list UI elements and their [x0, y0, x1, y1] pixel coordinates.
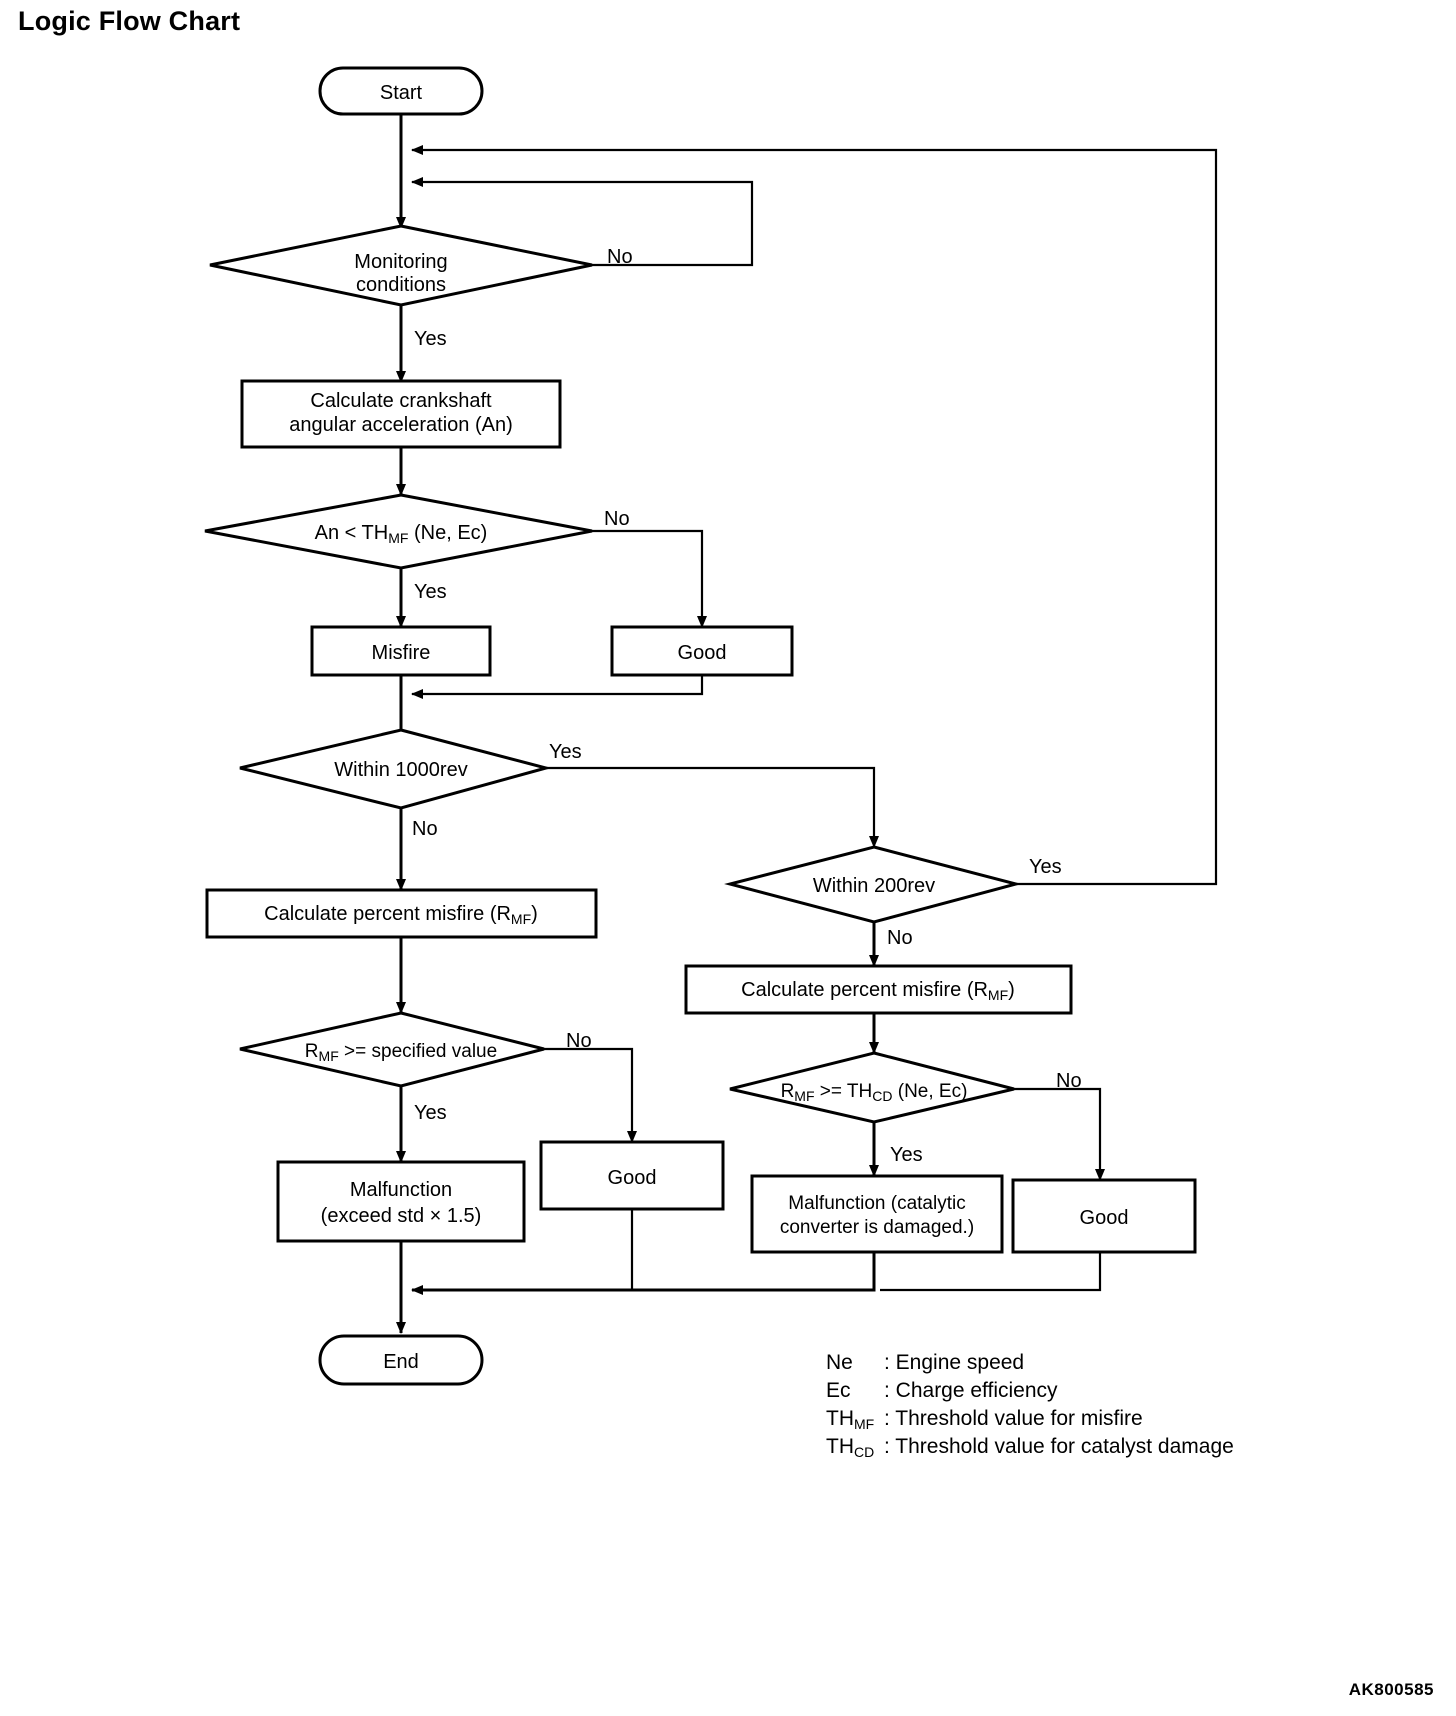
node-an-thmf-label: An < THMF (Ne, Ec)	[315, 522, 488, 546]
edge-label-within1000-no: No	[412, 818, 438, 840]
node-malfunction-left[interactable]	[276, 1160, 526, 1243]
rmf-thcd-post: >= TH	[815, 1081, 873, 1102]
node-calcaccel-line1: Calculate crankshaft	[310, 390, 492, 412]
page-title: Logic Flow Chart	[18, 6, 241, 36]
edge-monitoring-no-loop	[411, 177, 754, 267]
node-good-1-label: Good	[678, 642, 727, 664]
node-good-1[interactable]	[610, 625, 794, 677]
edge-good1-merge	[411, 675, 704, 699]
edge-label-monitoring-no: No	[607, 246, 633, 268]
node-monitoring-line1: Monitoring	[354, 251, 447, 273]
node-rmf-specified-label: RMF >= specified value	[305, 1041, 497, 1064]
legend-3-sub: CD	[854, 1444, 874, 1460]
edge-within200rev-yes-loop	[411, 145, 1218, 886]
node-an-lt-thmf[interactable]	[204, 493, 593, 570]
an-thmf-post: (Ne, Ec)	[408, 522, 487, 544]
node-within-1000rev[interactable]	[239, 728, 552, 810]
node-good-3[interactable]	[1011, 1178, 1197, 1254]
node-calculate-crankshaft-accel[interactable]	[240, 379, 562, 449]
rmf-spec-sub: MF	[319, 1048, 339, 1064]
rmf-spec-pre: R	[305, 1041, 319, 1062]
rmf-spec-post: >= specified value	[339, 1041, 497, 1062]
node-start[interactable]	[318, 66, 484, 116]
legend-row-2-desc: : Threshold value for misfire	[884, 1407, 1143, 1430]
edge-an-no	[592, 529, 707, 628]
node-calc-pct-right-label: Calculate percent misfire (RMF)	[741, 979, 1015, 1003]
calc-right-sub: MF	[988, 987, 1008, 1003]
node-within-200rev-label: Within 200rev	[813, 875, 935, 897]
rmf-thcd-post2: (Ne, Ec)	[892, 1081, 967, 1102]
node-malfunction-left-line1: Malfunction	[350, 1179, 452, 1201]
edge-label-rmfthcd-no: No	[1056, 1070, 1082, 1092]
node-calcaccel-line2: angular acceleration (An)	[289, 414, 512, 436]
edge-label-within200-yes: Yes	[1029, 856, 1062, 878]
node-calc-percent-misfire-right[interactable]	[684, 964, 1073, 1015]
edge-label-an-no: No	[604, 508, 630, 530]
calc-left-sub: MF	[511, 911, 531, 927]
node-end-label: End	[383, 1351, 419, 1373]
legend-row-1-desc: : Charge efficiency	[884, 1379, 1058, 1402]
node-malfunction-right-line1: Malfunction (catalytic	[788, 1193, 965, 1214]
legend-2-sub: MF	[854, 1416, 874, 1432]
legend-2-symbol: TH	[826, 1407, 854, 1430]
legend-row-3: THCD	[826, 1435, 874, 1460]
edge-label-an-yes: Yes	[414, 581, 447, 603]
calc-right-post: )	[1008, 979, 1015, 1001]
node-within-200rev[interactable]	[724, 845, 1022, 924]
legend-1-symbol: Ec	[826, 1379, 851, 1402]
node-rmf-ge-thcd[interactable]	[729, 1051, 1015, 1124]
node-calc-percent-misfire-left[interactable]	[205, 888, 598, 939]
node-monitoring-line2: conditions	[356, 274, 446, 296]
node-calc-pct-left-label: Calculate percent misfire (RMF)	[264, 903, 538, 927]
edge-within1000-yes	[546, 766, 879, 848]
edge-label-rmfthcd-yes: Yes	[890, 1144, 923, 1166]
rmf-thcd-sub2: CD	[872, 1088, 892, 1104]
edge-label-within200-no: No	[887, 927, 913, 949]
an-thmf-sub: MF	[388, 530, 408, 546]
legend-row-3-desc: : Threshold value for catalyst damage	[884, 1435, 1234, 1458]
edge-malfunctionright-merge	[412, 1252, 876, 1292]
edge-rmfthcd-no	[1014, 1087, 1105, 1181]
node-within-1000rev-label: Within 1000rev	[334, 759, 467, 781]
edge-good3-merge	[880, 1252, 1102, 1292]
calc-left-post: )	[531, 903, 538, 925]
rmf-thcd-sub: MF	[794, 1088, 814, 1104]
edge-label-monitoring-yes: Yes	[414, 328, 447, 350]
legend-row-0-desc: : Engine speed	[884, 1351, 1024, 1374]
legend-row-2: THMF	[826, 1407, 874, 1432]
node-good-2-label: Good	[608, 1167, 657, 1189]
an-thmf-pre: An < TH	[315, 522, 389, 544]
rmf-thcd-pre: R	[781, 1081, 795, 1102]
legend-row-1: Ec	[826, 1379, 851, 1402]
node-rmf-thcd-label: RMF >= THCD (Ne, Ec)	[781, 1081, 968, 1104]
node-misfire[interactable]	[310, 625, 492, 677]
edge-rmfspec-no	[544, 1047, 637, 1143]
legend-3-symbol: TH	[826, 1435, 854, 1458]
node-monitoring-conditions[interactable]	[209, 224, 593, 307]
node-malfunction-right[interactable]	[750, 1174, 1004, 1254]
node-malfunction-right-line2: converter is damaged.)	[780, 1217, 974, 1238]
legend: Ne : Engine speed Ec : Charge efficiency…	[826, 1351, 1234, 1460]
node-end[interactable]	[318, 1334, 484, 1386]
document-code: AK800585	[1348, 1680, 1434, 1699]
node-rmf-ge-specified[interactable]	[239, 1011, 545, 1088]
node-good-2[interactable]	[539, 1140, 725, 1211]
calc-right-pre: Calculate percent misfire (R	[741, 979, 988, 1001]
edge-label-rmfspec-yes: Yes	[414, 1102, 447, 1124]
calc-left-pre: Calculate percent misfire (R	[264, 903, 511, 925]
node-start-label: Start	[380, 82, 423, 104]
node-malfunction-left-line2: (exceed std × 1.5)	[321, 1205, 482, 1227]
edge-label-within1000-yes: Yes	[549, 741, 582, 763]
node-good-3-label: Good	[1080, 1207, 1129, 1229]
legend-row-0: Ne	[826, 1351, 853, 1374]
edge-label-rmfspec-no: No	[566, 1030, 592, 1052]
node-misfire-label: Misfire	[372, 642, 431, 664]
legend-0-symbol: Ne	[826, 1351, 853, 1374]
